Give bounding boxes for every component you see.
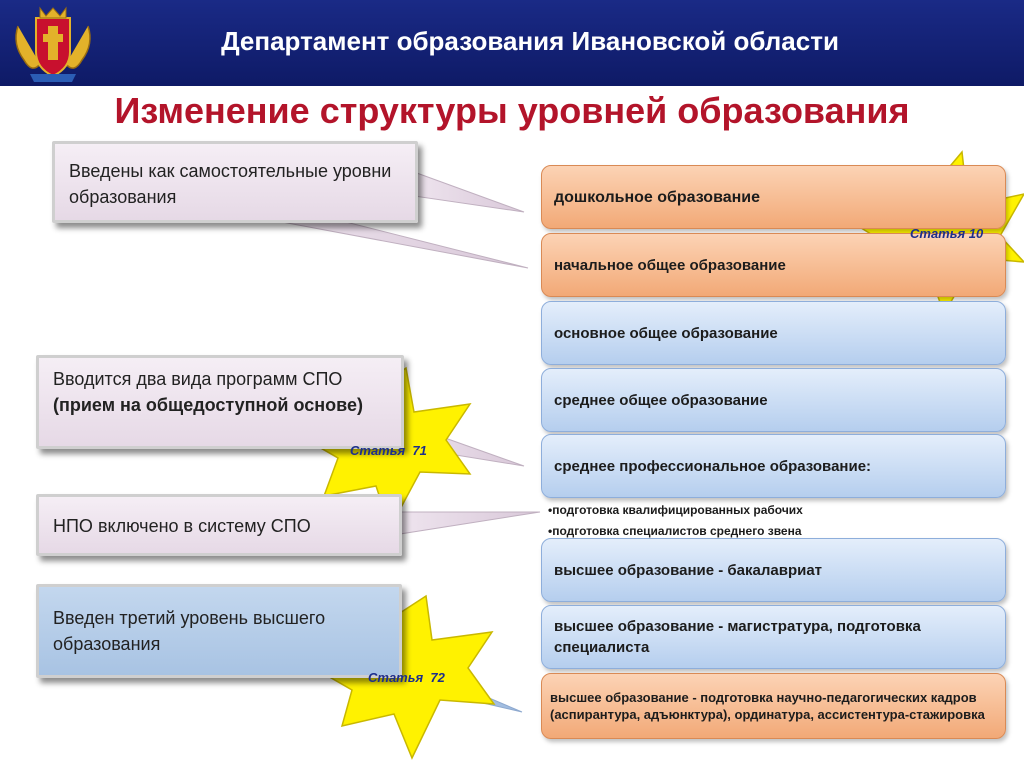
- level-secondary-professional: среднее профессиональное образование:: [541, 434, 1006, 498]
- level-basic-general: основное общее образование: [541, 301, 1006, 365]
- callout-pointer: [249, 215, 529, 269]
- level-higher-master: высшее образование - магистратура, подго…: [541, 605, 1006, 669]
- callout-pointer: [413, 171, 525, 213]
- level-label: среднее профессиональное образование:: [554, 457, 872, 475]
- level-label: начальное общее образование: [554, 256, 786, 274]
- header-bar: Департамент образования Ивановской облас…: [0, 0, 1024, 86]
- level-primary-general: начальное общее образование: [541, 233, 1006, 297]
- level-label: высшее образование - подготовка научно-п…: [550, 690, 985, 722]
- callout-independent-levels: Введены как самостоятельные уровни образ…: [52, 141, 418, 223]
- callout-pointer: [399, 511, 541, 535]
- level-label: среднее общее образование: [554, 391, 768, 409]
- list-item: подготовка специалистов среднего звена: [548, 521, 803, 542]
- star-label-article-10: Статья 10: [910, 226, 984, 241]
- list-item: подготовка квалифицированных рабочих: [548, 500, 803, 521]
- level-secondary-general: среднее общее образование: [541, 368, 1006, 432]
- level-higher-research: высшее образование - подготовка научно-п…: [541, 673, 1006, 739]
- callout-text: НПО включено в систему СПО: [53, 516, 311, 536]
- callout-third-level: Введен третий уровень высшего образовани…: [36, 584, 402, 678]
- level-label: дошкольное образование: [554, 188, 760, 206]
- level-preschool: дошкольное образование: [541, 165, 1006, 229]
- callout-text: Введен третий уровень высшего образовани…: [53, 608, 326, 654]
- spo-subitems-list: подготовка квалифицированных рабочих под…: [548, 500, 803, 542]
- level-higher-bachelor: высшее образование - бакалавриат: [541, 538, 1006, 602]
- callout-npo-in-spo: НПО включено в систему СПО: [36, 494, 402, 556]
- star-label-article-71: Статья 71: [350, 443, 427, 458]
- level-label: высшее образование - бакалавриат: [554, 561, 823, 579]
- level-label: высшее образование - магистратура, подго…: [554, 618, 921, 656]
- level-label: основное общее образование: [554, 324, 778, 342]
- callout-spo-programs: Вводится два вида программ СПО (прием на…: [36, 355, 404, 449]
- callout-bold-text: (прием на общедоступной основе): [53, 395, 363, 415]
- callout-text: Введены как самостоятельные уровни образ…: [69, 161, 392, 207]
- star-label-article-72: Статья 72: [368, 670, 445, 685]
- header-title: Департамент образования Ивановской облас…: [221, 26, 839, 56]
- coat-of-arms-icon: [15, 6, 91, 82]
- slide-title: Изменение структуры уровней образования: [114, 90, 910, 131]
- callout-text: Вводится два вида программ СПО: [53, 369, 343, 389]
